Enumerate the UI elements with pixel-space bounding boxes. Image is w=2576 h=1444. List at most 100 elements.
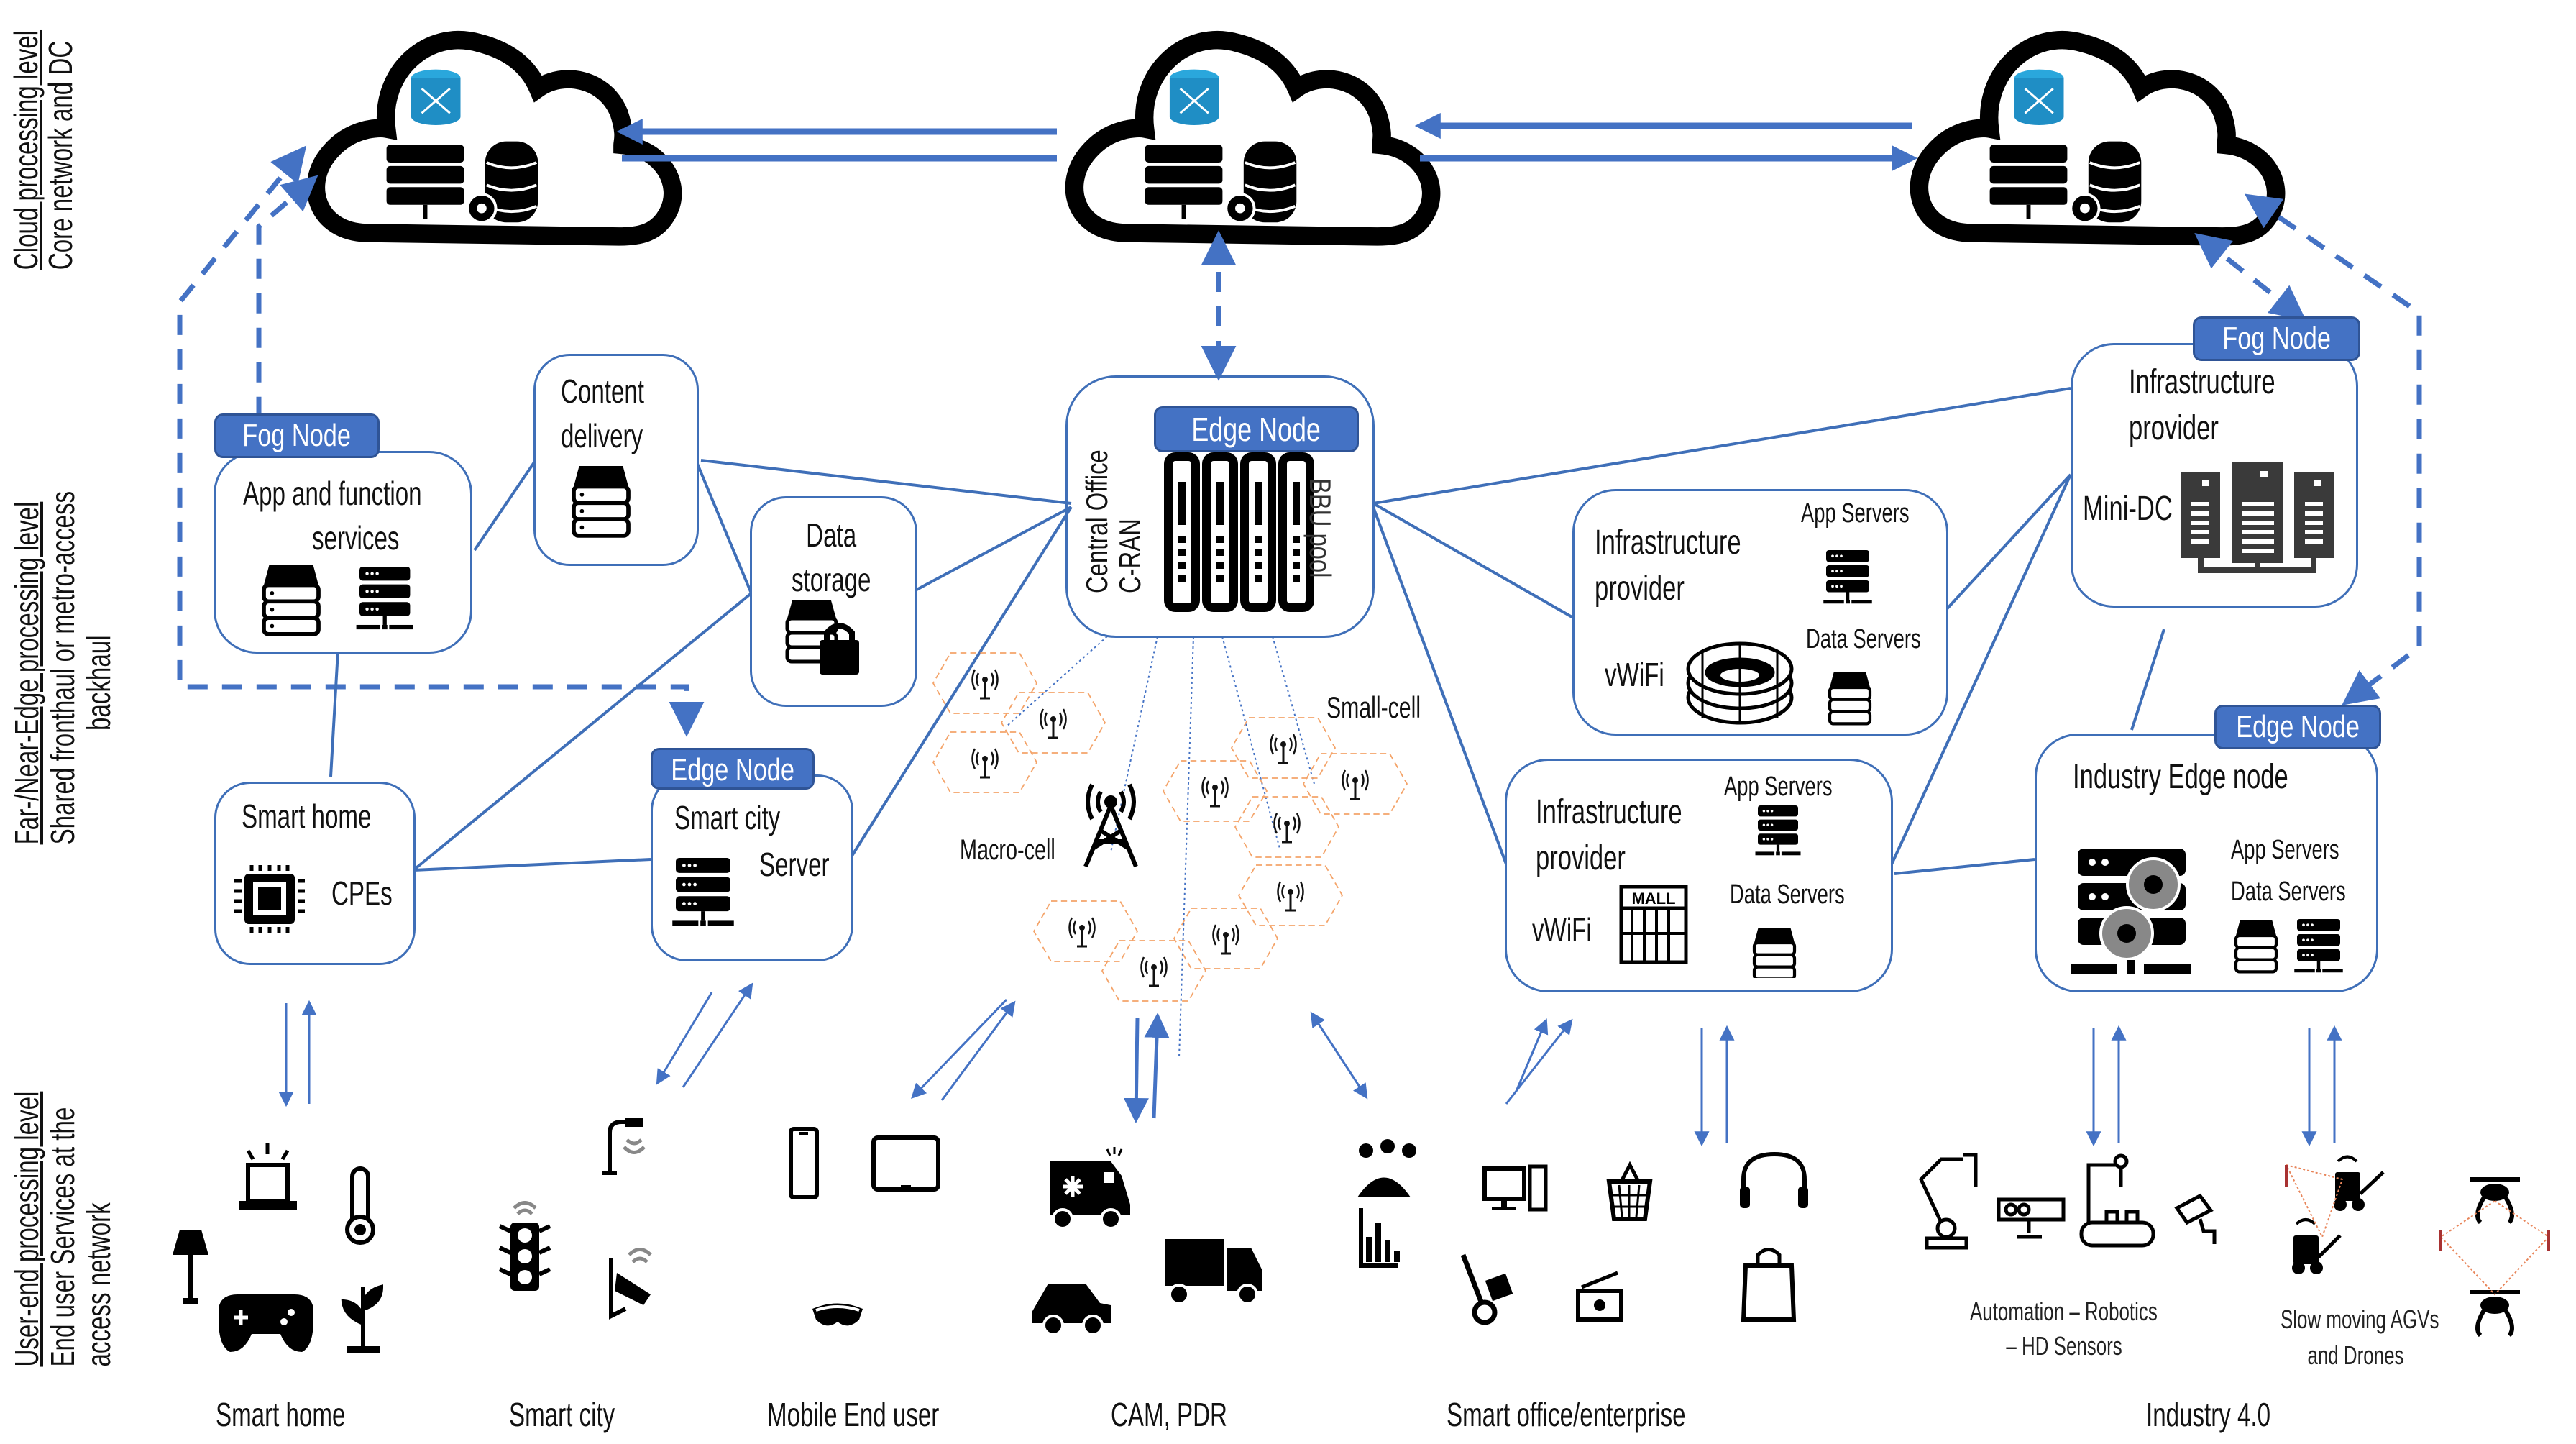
stadium-icon: [1686, 641, 1794, 725]
stadium-servers-icons: [1686, 641, 1872, 726]
mall-icon: MALL: [1619, 885, 1688, 964]
level-user: User-end processing level End user Servi…: [8, 1038, 117, 1420]
disk-stack-icon: [1828, 672, 1872, 726]
edge-node-tag-industry: Edge Node: [2214, 705, 2381, 749]
infra-stadium-title-1: Infrastructure: [1595, 524, 1741, 562]
fog-node-app-services[interactable]: App and function services: [214, 451, 472, 654]
thermometer-icon: [345, 1166, 375, 1245]
level-edge-subtitle: Shared fronthaul or metro-access: [44, 490, 81, 845]
level-edge: Far-/Near-Edge processing level Shared f…: [8, 422, 117, 913]
mobile-devices: [789, 1127, 940, 1326]
app-servers-label: App Servers: [1724, 772, 1833, 802]
mini-dc-title-2: provider: [2129, 409, 2219, 447]
locked-storage-icon: [785, 600, 859, 675]
vr-headset-icon: [812, 1303, 863, 1326]
chip-icon: [234, 865, 305, 933]
edge-node-tag-smart-city: Edge Node: [651, 748, 815, 790]
fog-left-icons: [262, 565, 413, 636]
truck-icon: [1165, 1239, 1262, 1305]
level-edge-title: Far-/Near-Edge processing level: [8, 501, 45, 845]
car-icon: [1032, 1284, 1111, 1336]
red-antenna-icon: [2285, 1165, 2550, 1251]
data-storage-title-1: Data: [806, 516, 857, 554]
server-gears-icon: [2071, 849, 2191, 974]
antenna-icon: [1270, 733, 1297, 764]
disk-stack-icon: [572, 466, 631, 538]
content-delivery-title-1: Content: [561, 373, 645, 410]
dashed-links: [177, 145, 2422, 737]
bbu-pool-label: BBU pool: [1303, 478, 1337, 578]
drone-icon: [2470, 1290, 2520, 1338]
plant-icon: [341, 1284, 384, 1353]
group-smart-office: Smart office/enterprise: [1447, 1396, 1686, 1433]
cash-icon: [1576, 1271, 1623, 1322]
server-rack-icon: [1823, 550, 1872, 604]
mini-dc-icon: [2181, 462, 2334, 573]
antenna-icon: [1212, 923, 1239, 955]
mall-servers-icons: MALL: [1619, 805, 1801, 978]
data-servers-label: Data Servers: [2231, 877, 2346, 907]
group-smart-city: Smart city: [509, 1396, 615, 1433]
vwifi-label: vWiFi: [1605, 656, 1664, 693]
macro-tower-icon: [1083, 783, 1138, 868]
group-smart-home: Smart home: [216, 1396, 346, 1433]
industry-icons: [2071, 849, 2343, 974]
data-servers-label: Data Servers: [1730, 879, 1845, 910]
antenna-icon: [1273, 812, 1301, 844]
level-cloud-title: Cloud processing level: [7, 29, 45, 270]
server-rack-icon: [356, 567, 413, 630]
gamepad-icon: [219, 1294, 313, 1352]
server-label: Server: [759, 846, 830, 883]
network-links: [329, 387, 2165, 875]
group-mobile-end-user: Mobile End user: [767, 1396, 940, 1433]
infra-mall-title-1: Infrastructure: [1536, 793, 1682, 831]
infra-stadium-title-2: provider: [1595, 570, 1685, 608]
automation-label-1: Automation – Robotics: [1970, 1297, 2158, 1326]
cloud-center: [1074, 40, 1431, 237]
smart-city-devices: [498, 1118, 652, 1320]
smartphone-icon: [789, 1127, 819, 1199]
mesh-links: [2286, 1164, 2550, 1296]
level-cloud: Cloud processing level Core network and …: [7, 0, 79, 316]
smart-home-title: Smart home: [242, 798, 372, 835]
infrastructure-mall-node[interactable]: Infrastructure provider App Servers Data…: [1505, 759, 1893, 992]
central-office-edge-node[interactable]: Central Office C-RAN BBU pool: [1065, 375, 1375, 638]
bar-chart-icon: [1359, 1208, 1400, 1268]
disk-stack-icon: [2234, 920, 2278, 974]
central-office-label: Central Office: [1080, 449, 1114, 593]
fog-node-tag-right: Fog Node: [2193, 316, 2360, 361]
office-devices: [1357, 1139, 1808, 1325]
drone-icon: [2470, 1177, 2520, 1225]
data-servers-label: Data Servers: [1806, 624, 1921, 654]
camera-icon: [2174, 1193, 2217, 1244]
industry-edge-title: Industry Edge node: [2073, 758, 2288, 796]
content-delivery-title-2: delivery: [561, 417, 643, 454]
fog-node-tag-left: Fog Node: [214, 413, 380, 458]
level-user-subtitle2: access network: [80, 1202, 117, 1367]
level-cloud-subtitle: Core network and DC: [42, 40, 79, 270]
bbu-pool-icon: [1164, 452, 1314, 612]
shopping-bag-icon: [1741, 1248, 1797, 1322]
antenna-icon: [1342, 769, 1369, 800]
small-cell-label: Small-cell: [1326, 690, 1421, 724]
app-services-title-2: services: [311, 519, 400, 557]
ambulance-icon: [1050, 1147, 1130, 1230]
server-rack-icon: [2294, 919, 2343, 973]
app-servers-label: App Servers: [2231, 835, 2339, 865]
automation-label-2: – HD Sensors: [2006, 1331, 2122, 1361]
traffic-light-icon: [498, 1201, 551, 1291]
cran-label: C-RAN: [1113, 518, 1147, 593]
group-cam-pdr: CAM, PDR: [1111, 1396, 1227, 1433]
agv-forklift-icon: [2292, 1218, 2342, 1274]
vwifi-label: vWiFi: [1532, 911, 1592, 949]
disk-stack-icon: [1752, 928, 1797, 978]
mini-dc-label: Mini-DC: [2083, 490, 2173, 528]
smart-home-node[interactable]: Smart home CPEs: [214, 782, 416, 965]
app-services-title-1: App and function: [243, 475, 422, 512]
mall-sign: MALL: [1631, 890, 1675, 908]
disk-stack-icon: [262, 565, 321, 636]
data-storage-title-2: storage: [792, 561, 871, 598]
content-delivery-node[interactable]: Content delivery: [533, 354, 699, 566]
user-arrows: [278, 982, 2342, 1147]
